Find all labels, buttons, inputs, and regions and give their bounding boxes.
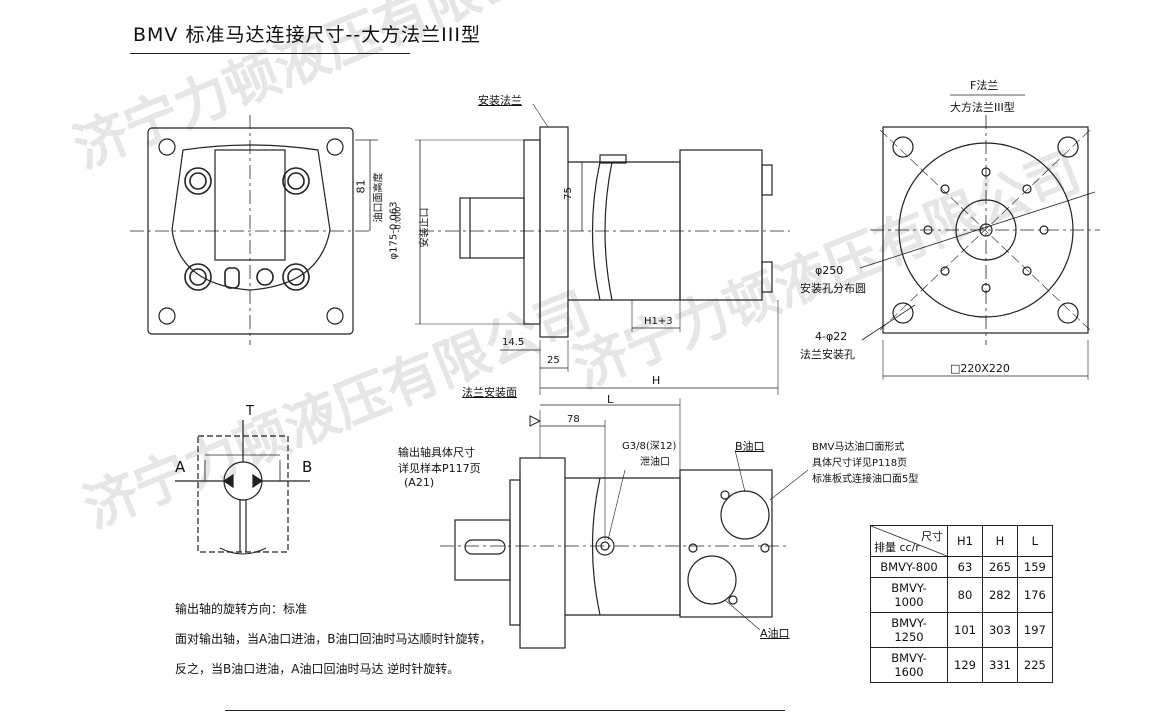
table-cell: 197 — [1016, 612, 1053, 648]
table-col-h: H — [981, 525, 1018, 557]
table-col-h1: H1 — [947, 525, 983, 557]
port-note-1: BMV马达油口面形式 — [812, 442, 905, 453]
shaft-note-1: 输出轴具体尺寸 — [398, 446, 475, 459]
symbol-B: B — [302, 458, 313, 476]
holes-name-label: 法兰安装孔 — [800, 348, 855, 361]
dimension-table: 尺寸 排量 cc/r H1 H L BMVY-800 63 265 159 BM… — [870, 525, 1053, 683]
port-face-view — [130, 115, 378, 345]
bottom-rule — [225, 710, 785, 711]
table-cell: BMVY-800 — [870, 556, 948, 578]
dim-75-label: 75 — [562, 187, 574, 200]
flange-type-label: 大方法兰III型 — [950, 101, 1015, 114]
dim-h1-label: H1+3 — [644, 316, 673, 327]
symbol-A: A — [175, 458, 186, 476]
port-note-3: 标准板式连接油口面5型 — [812, 474, 919, 485]
table-cell: 101 — [947, 612, 983, 648]
table-header-bottom: 排量 cc/r — [874, 541, 920, 554]
table-cell: BMVY-1250 — [870, 612, 948, 648]
dim-81-label: 81 — [354, 179, 368, 194]
hydraulic-symbol — [175, 420, 310, 555]
drain-label-2: 泄油口 — [640, 457, 670, 468]
table-cell: 282 — [981, 577, 1018, 613]
side-view-ports — [440, 398, 809, 649]
table-cell: 80 — [947, 577, 983, 613]
table-cell: 265 — [981, 556, 1018, 578]
holes-label: 4-φ22 — [815, 330, 848, 343]
drain-label-1: G3/8(深12) — [622, 441, 677, 452]
bolt-circle-name-label: 安装孔分布圆 — [800, 282, 866, 295]
side-view — [415, 103, 790, 395]
table-col-l: L — [1016, 525, 1053, 557]
shaft-note-2: 详见样本P117页 — [398, 462, 481, 475]
table-cell: 63 — [947, 556, 983, 578]
dim-78-label: 78 — [567, 414, 580, 425]
table-row: BMVY-800 63 265 159 — [870, 556, 1053, 578]
table-row: BMVY-1250 101 303 197 — [870, 612, 1053, 648]
a-port-label: A油口 — [760, 627, 790, 640]
table-cell: 225 — [1016, 647, 1053, 683]
mount-flange-label: 安装法兰 — [478, 94, 522, 107]
rotation-note-1: 输出轴的旋转方向：标准 — [175, 602, 308, 616]
table-header-row: 尺寸 排量 cc/r H1 H L — [870, 525, 1053, 557]
diagonal-line — [871, 526, 947, 556]
pilot-tol-label: -0.000 — [393, 206, 403, 233]
dim-25-label: 25 — [547, 355, 560, 366]
table-cell: 331 — [981, 647, 1018, 683]
f-flange-label: F法兰 — [970, 79, 999, 92]
dim-H-label: H — [652, 374, 661, 387]
square-label: □220X220 — [950, 362, 1010, 375]
table-cell: 129 — [947, 647, 983, 683]
pilot-name-label: 安装止口 — [419, 207, 431, 248]
bolt-circle-label: φ250 — [815, 264, 844, 277]
table-cell: 159 — [1016, 556, 1053, 578]
table-cell: 303 — [981, 612, 1018, 648]
table-row: BMVY-1000 80 282 176 — [870, 577, 1053, 613]
table-header-top: 尺寸 — [921, 530, 943, 543]
drawing-title: BMV 标准马达连接尺寸--大方法兰III型 — [133, 24, 481, 46]
table-corner-cell: 尺寸 排量 cc/r — [870, 525, 948, 557]
title-underline — [130, 53, 410, 54]
flange-face-label: 法兰安装面 — [462, 386, 517, 399]
port-height-label: 油口面高度 — [373, 172, 385, 223]
rotation-note-3: 反之，当B油口进油，A油口回油时马达 逆时针旋转。 — [175, 662, 460, 676]
b-port-label: B油口 — [735, 440, 765, 453]
dim-L-label: L — [607, 393, 614, 406]
table-cell: BMVY-1600 — [870, 647, 948, 683]
port-note-2: 具体尺寸详见P118页 — [812, 458, 908, 469]
table-row: BMVY-1600 129 331 225 — [870, 647, 1053, 683]
table-cell: 176 — [1016, 577, 1053, 613]
symbol-T: T — [246, 404, 254, 419]
dim-14-5-label: 14.5 — [502, 337, 525, 348]
table-cell: BMVY-1000 — [870, 577, 948, 613]
flange-end-view — [859, 94, 1100, 380]
rotation-note-2: 面对输出轴，当A油口进油，B油口回油时马达顺时针旋转， — [175, 632, 492, 646]
shaft-note-3: (A21) — [404, 476, 435, 489]
